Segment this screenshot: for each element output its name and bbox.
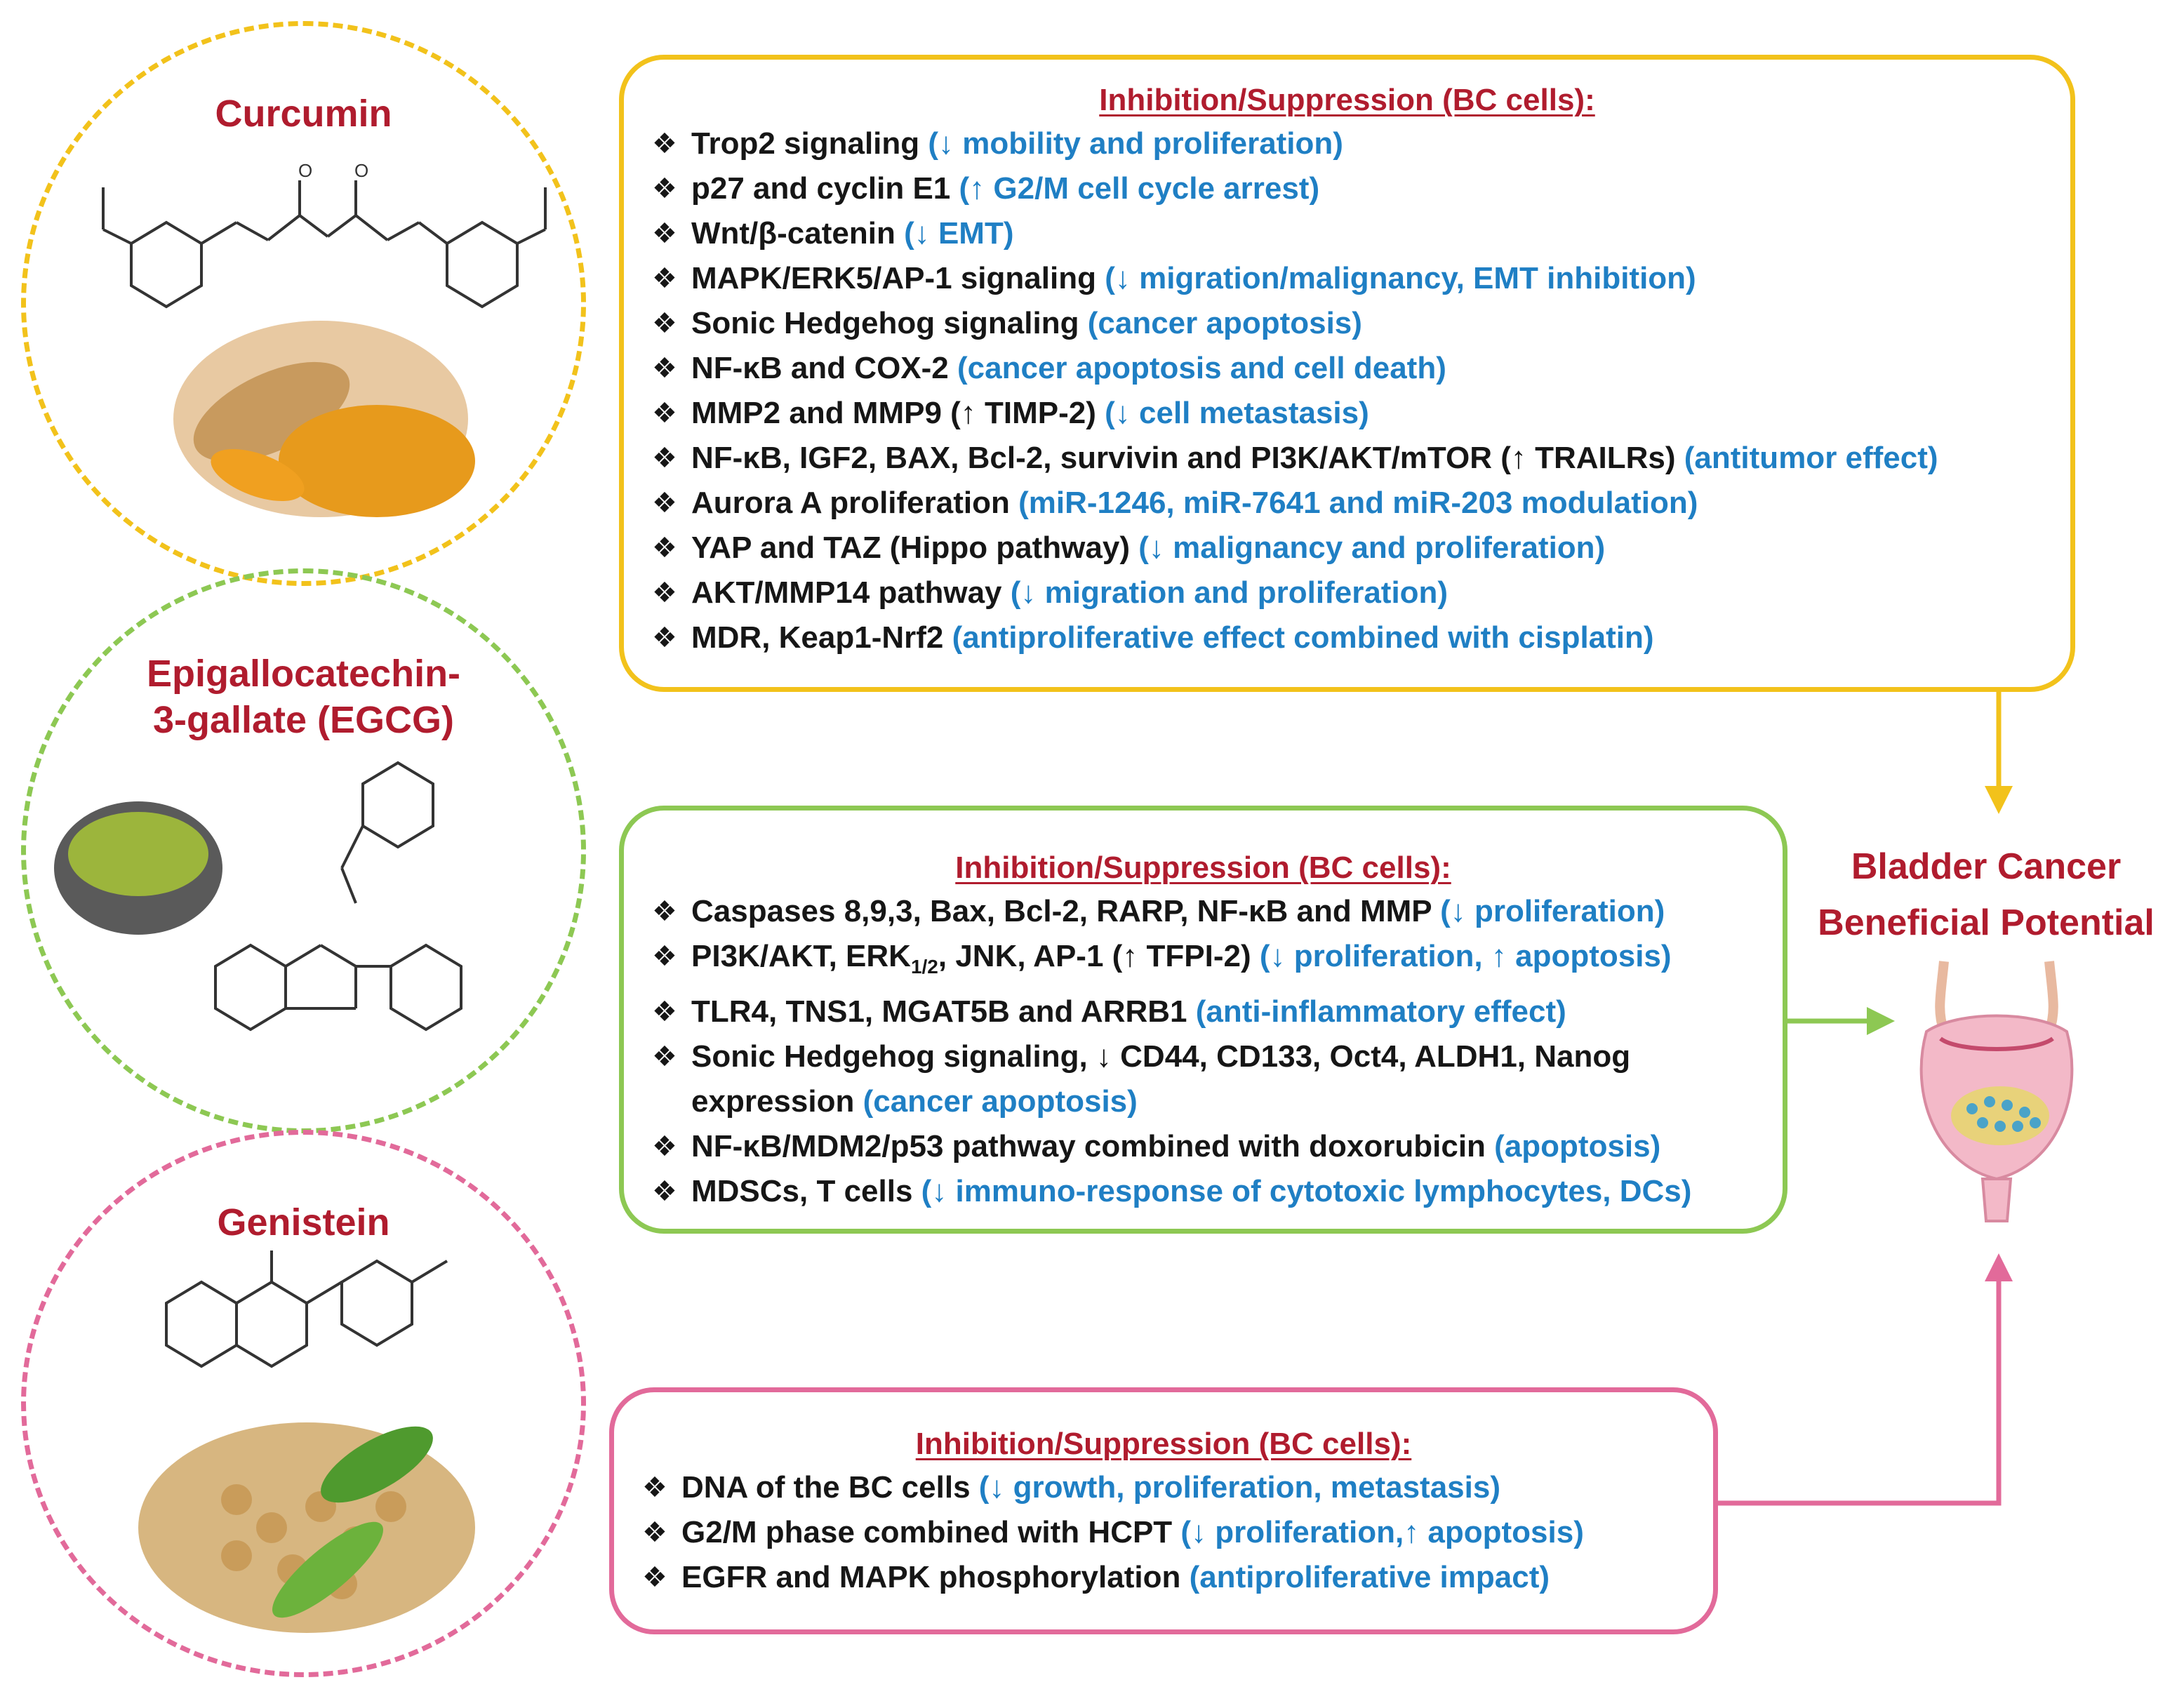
genistein-panel-title: Inhibition/Suppression (BC cells):	[915, 1427, 1412, 1461]
genistein-arrow-head	[1985, 1253, 2013, 1281]
bullet-icon: ❖	[652, 941, 677, 972]
bullet-icon: ❖	[652, 622, 677, 653]
bullet-icon: ❖	[642, 1562, 667, 1593]
curcumin-panel-title: Inhibition/Suppression (BC cells):	[1099, 83, 1595, 117]
list-item: ❖NF-κB, IGF2, BAX, Bcl-2, survivin and P…	[652, 436, 2042, 481]
egcg-panel-title: Inhibition/Suppression (BC cells):	[955, 851, 1451, 885]
list-item: ❖MMP2 and MMP9 (↑ TIMP-2) (↓ cell metast…	[652, 391, 2042, 436]
genistein-structure	[138, 1251, 475, 1633]
list-item: ❖MDSCs, T cells (↓ immuno-response of cy…	[652, 1169, 1754, 1214]
egcg-arrow-head	[1867, 1007, 1895, 1035]
bullet-icon: ❖	[652, 308, 677, 339]
genistein-panel: Inhibition/Suppression (BC cells): ❖DNA …	[609, 1387, 1718, 1634]
bullet-icon: ❖	[652, 1175, 677, 1207]
bullet-icon: ❖	[652, 353, 677, 384]
list-item: ❖MDR, Keap1-Nrf2 (antiproliferative effe…	[652, 615, 2042, 660]
svg-text:O: O	[354, 160, 368, 181]
bullet-icon: ❖	[652, 488, 677, 519]
curcumin-circle: Curcumin O O	[21, 21, 586, 586]
curcumin-arrow-head	[1985, 786, 2013, 814]
bullet-icon: ❖	[652, 398, 677, 429]
genistein-circle: Genistein	[21, 1130, 586, 1677]
list-item: ❖NF-κB and COX-2 (cancer apoptosis and c…	[652, 346, 2042, 391]
list-item: ❖AKT/MMP14 pathway (↓ migration and prol…	[652, 571, 2042, 615]
list-item: ❖p27 and cyclin E1 (↑ G2/M cell cycle ar…	[652, 166, 2042, 211]
list-item: ❖Wnt/β-catenin (↓ EMT)	[652, 211, 2042, 256]
bullet-icon: ❖	[652, 218, 677, 249]
list-item: ❖Trop2 signaling (↓ mobility and prolife…	[652, 121, 2042, 166]
egcg-structure	[54, 761, 462, 1032]
list-item: ❖PI3K/AKT, ERK1/2, JNK, AP-1 (↑ TFPI-2) …	[652, 934, 1754, 989]
curcumin-structure: O O	[102, 160, 547, 517]
list-item: ❖Sonic Hedgehog signaling (cancer apopto…	[652, 301, 2042, 346]
bullet-icon: ❖	[652, 1041, 677, 1072]
bullet-icon: ❖	[652, 578, 677, 608]
curcumin-list: ❖Trop2 signaling (↓ mobility and prolife…	[652, 121, 2042, 660]
genistein-connector	[1718, 1279, 2002, 1506]
bladder-icon	[1919, 961, 2074, 1222]
list-item: ❖MAPK/ERK5/AP-1 signaling (↓ migration/m…	[652, 256, 2042, 301]
bullet-icon: ❖	[652, 263, 677, 294]
egcg-panel: Inhibition/Suppression (BC cells): ❖Casp…	[619, 806, 1787, 1234]
target-title-line1: Bladder Cancer	[1851, 846, 2122, 887]
list-item: ❖Aurora A proliferation (miR-1246, miR-7…	[652, 481, 2042, 526]
list-item: ❖EGFR and MAPK phosphorylation (antiprol…	[642, 1555, 1685, 1600]
list-item: ❖G2/M phase combined with HCPT (↓ prolif…	[642, 1510, 1685, 1555]
egcg-name-line2: 3-gallate (EGCG)	[152, 699, 455, 741]
egcg-circle: Epigallocatechin- 3-gallate (EGCG)	[21, 568, 586, 1133]
bullet-icon: ❖	[652, 128, 677, 159]
bullet-icon: ❖	[652, 533, 677, 563]
target-title: Bladder Cancer Beneficial Potential	[1797, 839, 2176, 951]
curcumin-name: Curcumin	[215, 93, 392, 135]
list-item: ❖YAP and TAZ (Hippo pathway) (↓ malignan…	[652, 526, 2042, 571]
svg-text:O: O	[298, 160, 312, 181]
genistein-list: ❖DNA of the BC cells (↓ growth, prolifer…	[642, 1465, 1685, 1600]
target-title-line2: Beneficial Potential	[1818, 902, 2155, 943]
bullet-icon: ❖	[652, 996, 677, 1027]
list-item: ❖DNA of the BC cells (↓ growth, prolifer…	[642, 1465, 1685, 1510]
bullet-icon: ❖	[652, 1131, 677, 1162]
egcg-name-line1: Epigallocatechin-	[146, 653, 461, 695]
list-item: ❖Sonic Hedgehog signaling, ↓ CD44, CD133…	[652, 1034, 1754, 1124]
bullet-icon: ❖	[642, 1517, 667, 1548]
bullet-icon: ❖	[652, 173, 677, 204]
list-item: ❖NF-κB/MDM2/p53 pathway combined with do…	[652, 1124, 1754, 1169]
genistein-name: Genistein	[217, 1201, 390, 1243]
curcumin-panel: Inhibition/Suppression (BC cells): ❖Trop…	[619, 55, 2075, 692]
list-item: ❖Caspases 8,9,3, Bax, Bcl-2, RARP, NF-κB…	[652, 889, 1754, 934]
bullet-icon: ❖	[652, 443, 677, 474]
egcg-list: ❖Caspases 8,9,3, Bax, Bcl-2, RARP, NF-κB…	[652, 889, 1754, 1214]
bullet-icon: ❖	[652, 896, 677, 927]
list-item: ❖TLR4, TNS1, MGAT5B and ARRB1 (anti-infl…	[652, 989, 1754, 1034]
bullet-icon: ❖	[642, 1472, 667, 1503]
